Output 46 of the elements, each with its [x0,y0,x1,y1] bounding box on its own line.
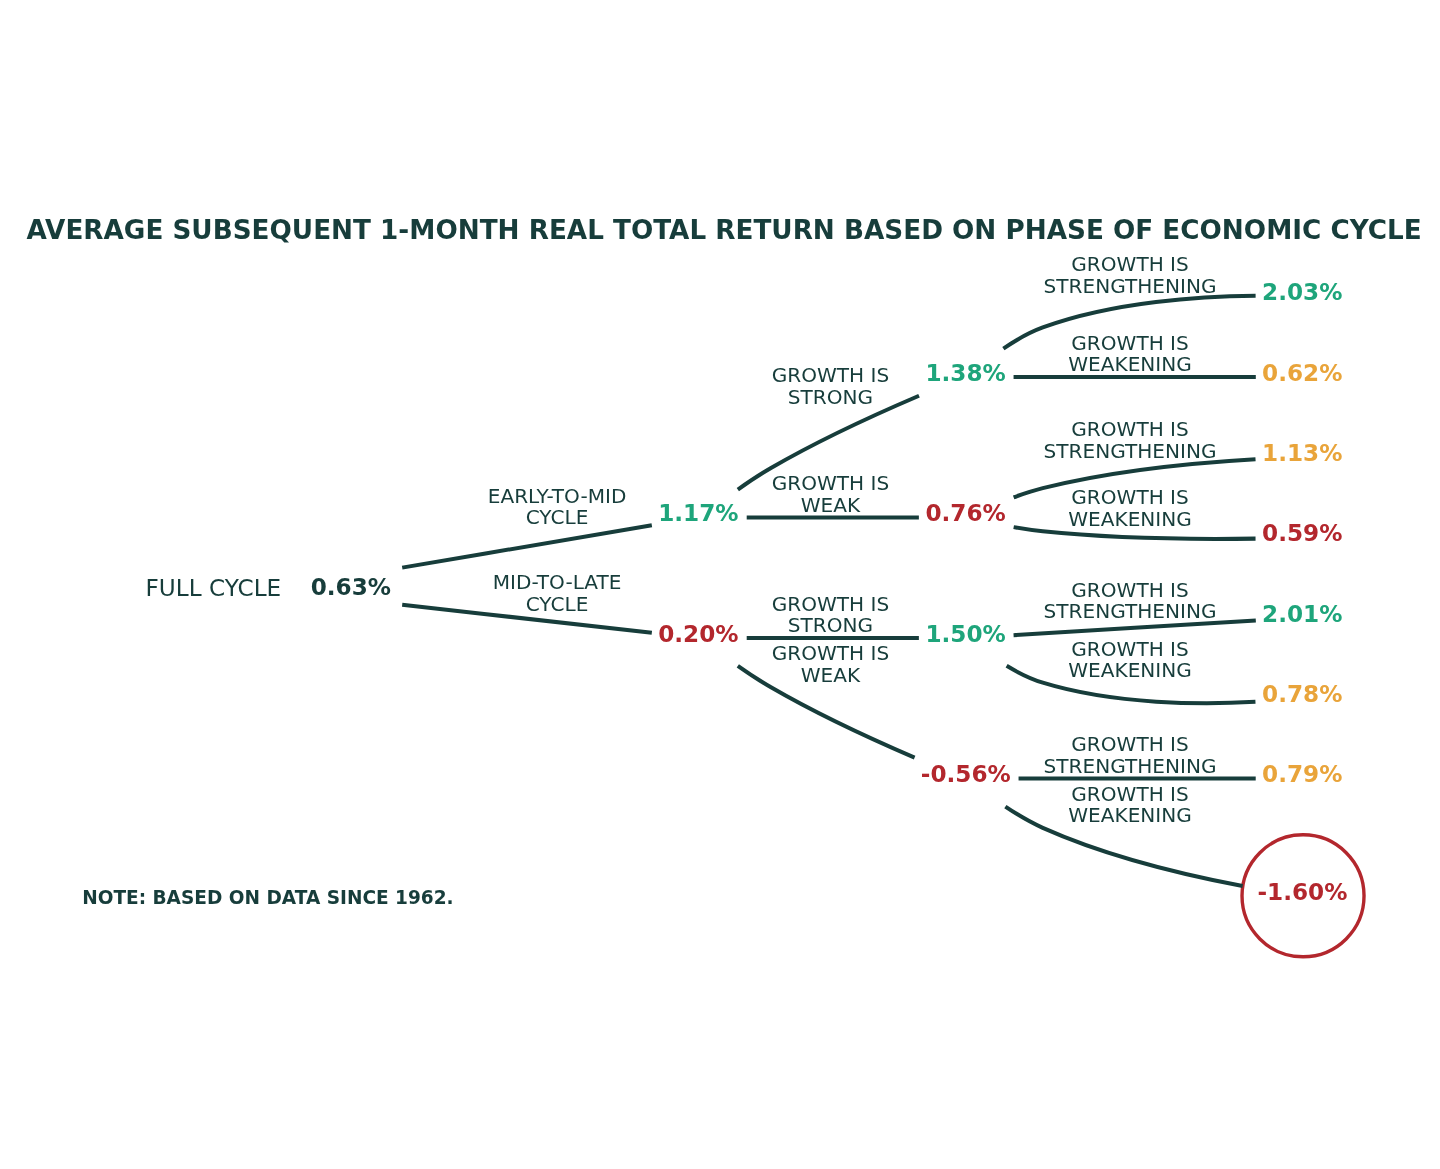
node-text: -0.56% [920,760,1011,787]
node-text: 1.38% [925,359,1006,386]
edge-label: MID-TO-LATE CYCLE [492,569,622,616]
edge-label: GROWTH IS STRENGTHENING [1043,577,1217,623]
node-text: 1.17% [658,499,739,526]
connector [1018,775,1256,780]
node-text: 2.01% [1262,600,1343,627]
connector [1013,374,1256,379]
connector [746,635,919,640]
edge-label: GROWTH IS WEAK [771,470,890,517]
connector [401,602,653,635]
connector [1002,293,1256,350]
node-label: FULL CYCLE [145,574,282,601]
edge-label: GROWTH IS WEAKENING [1068,781,1192,827]
connector [746,514,919,519]
edge-label: GROWTH IS WEAK [771,640,890,687]
edge-label: GROWTH IS STRONG [771,591,890,637]
node-text: 1.50% [925,620,1006,647]
connector [736,663,916,760]
node-text: 0.78% [1262,680,1343,707]
node-text: 2.03% [1262,278,1343,305]
connector [1013,524,1256,541]
edge-label: EARLY-TO-MID CYCLE [487,483,627,529]
node-text: 0.76% [925,499,1006,526]
edge-label: GROWTH IS WEAKENING [1068,484,1192,531]
connector [736,393,920,491]
edge-label: GROWTH IS STRENGTHENING [1043,731,1217,778]
edge-label: GROWTH IS WEAKENING [1068,330,1192,376]
label: NOTE: BASED ON DATA SINCE 1962. [82,886,454,908]
node-text: 0.20% [658,620,739,647]
node-text: 0.63% [310,573,392,600]
connector [1005,663,1256,705]
connector [401,522,653,570]
connector [1013,618,1256,637]
edge-label: GROWTH IS STRENGTHENING [1043,416,1217,463]
connector [1004,804,1243,888]
node-text: 0.59% [1262,519,1343,546]
node-text: 1.13% [1262,439,1343,466]
diagram-title: AVERAGE SUBSEQUENT 1-MONTH REAL TOTAL RETURN BASED ON PHASE OF ECONOMIC CYCLE [26,214,1422,245]
node-circle: -1.60% [1240,832,1366,959]
node-text: 0.62% [1262,359,1343,386]
connector [1012,456,1256,499]
edge-label: GROWTH IS WEAKENING [1068,636,1192,682]
edge-label: GROWTH IS STRONG [771,362,890,409]
edge-label: GROWTH IS STRENGTHENING [1043,251,1217,298]
node-text: 0.79% [1262,760,1343,787]
